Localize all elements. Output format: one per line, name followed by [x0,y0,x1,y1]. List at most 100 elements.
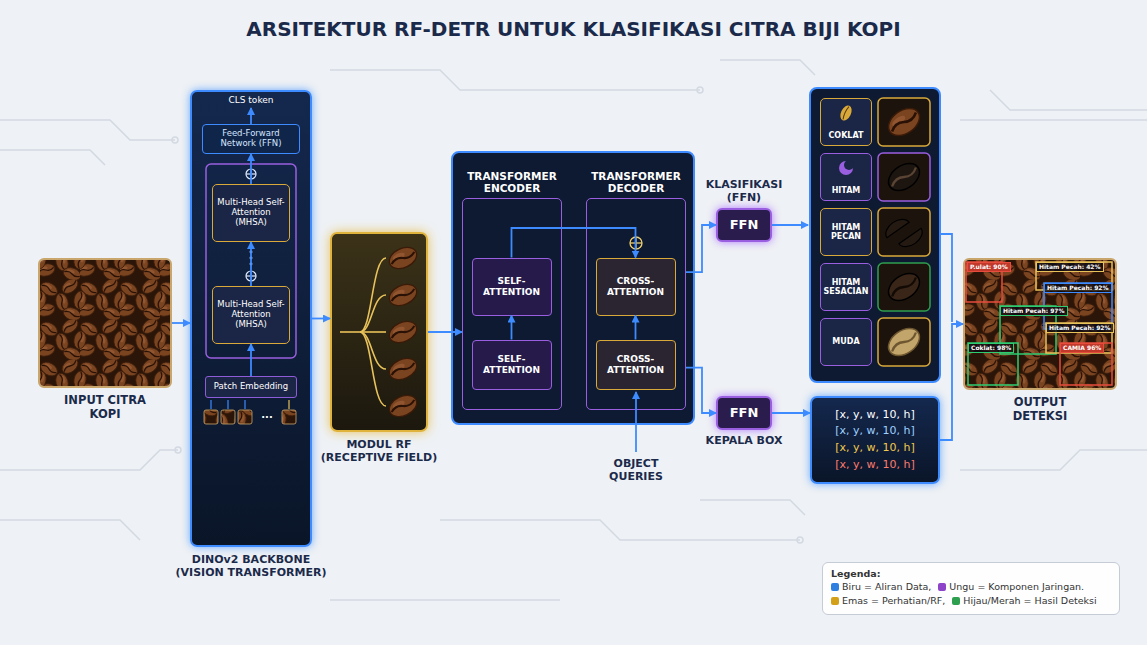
class-tile: HITAM SESACIAN [820,263,872,311]
class-photos [883,268,924,306]
attention-box: CROSS-ATTENTION [596,258,676,316]
rf-beans [386,280,420,310]
ellipsis-dots [250,251,253,254]
class-photos [883,158,924,196]
bbox-output: [x, y, w, 10, h] [x, y, w, 10, h] [x, y, w… [810,396,940,484]
class-icons [838,104,854,123]
detection-tag: P.ulat: 90% [967,262,1011,272]
legend-item: Ungu = Komponen Jaringan. [938,581,1084,594]
input-image: INPUT CITRA KOPI [38,258,172,388]
patch-tiles [204,410,218,424]
add-symbol [630,237,642,249]
node-heading: OUTPUT DETEKSI [994,396,1086,424]
circuit-lines [700,500,805,515]
detection-tag: Coklat: 98% [968,343,1014,353]
node-heading: TRANSFORMER DECODER [586,170,686,195]
detection-tag: Hitam Pecah: 92% [1046,323,1114,333]
class-photos [883,323,924,361]
merge-line [940,234,952,322]
node-text: Multi-Head Self-Attention (MHSA) [213,300,289,329]
class-photos [899,228,926,251]
patch-tiles [210,400,211,409]
patch-tiles [227,400,228,409]
node-text: HITAM SESACIAN [821,278,871,296]
rf-branches [340,258,386,406]
ffn-box: Feed-Forward Network (FFN) [202,124,300,154]
class-photos [890,277,917,298]
flow-arrow [250,154,252,184]
class-photos [882,215,909,238]
class-panel [810,88,940,382]
node-text: [x, y, w, 10, h] [833,459,917,472]
transformer-panel [452,152,694,424]
patch-tiles [288,400,289,409]
legend-swatch [831,597,839,605]
legend-heading: Legenda: [831,568,1111,581]
node-text: HITAM [830,186,863,195]
node-text: CROSS-ATTENTION [597,354,675,375]
node-heading: INPUT CITRA KOPI [59,394,151,422]
coffee-photo [40,260,170,386]
legend-item: Hijau/Merah = Hasil Deteksi [952,595,1096,608]
flow-arrow [940,324,963,440]
node-text: MUDA [830,337,861,346]
encoder-block-outline [206,164,296,358]
add-symbol [630,242,642,243]
circuit-lines [0,520,140,540]
add-symbol [246,173,256,174]
class-icons [838,104,854,123]
class-photos [882,215,909,238]
rf-beans [386,391,420,421]
flow-arrow [312,318,330,320]
class-icons [838,104,854,175]
flow-arrow [172,322,190,324]
node-text: [x, y, w, 10, h] [833,409,917,422]
add-symbol [250,271,251,281]
rf-branches [360,295,386,332]
rf-beans [386,243,420,273]
flow-arrow [250,242,252,286]
detection-boxes [1044,283,1112,329]
class-icons [839,161,853,175]
add-symbol [246,169,256,281]
class-photos [878,263,930,311]
detection-boxes [968,343,1018,385]
detection-boxes [966,262,1112,385]
add-symbol [246,169,256,179]
node-text: [x, y, w, 10, h] [833,442,917,455]
circuit-lines [797,537,803,543]
node-text: SELF-ATTENTION [473,276,551,297]
circuit-lines [175,447,181,453]
class-arrow [772,224,808,226]
encoder-box: TRANSFORMER ENCODERSELF-ATTENTIONSELF-AT… [462,198,562,410]
flow-arrow [686,225,716,272]
legend-text: Ungu = Komponen Jaringan. [949,581,1084,594]
rf-beans [386,243,420,421]
class-tile: HITAM [820,153,872,201]
detection-boxes [1046,323,1112,353]
class-photos [878,153,930,201]
add-symbol [246,275,256,276]
legend-text: Emas = Perhatian/RF, [842,595,945,608]
attention-box: Multi-Head Self-Attention (MHSA) [212,286,290,344]
detection-tag: Hitam Pecah: 42% [1036,262,1104,272]
cls-arrow [250,108,252,124]
flow-arrow [511,316,513,340]
flow-arrow [635,316,637,340]
node-text: SELF-ATTENTION [473,354,551,375]
class-photos [883,103,924,141]
attention-box: Multi-Head Self-Attention (MHSA) [212,184,290,242]
class-photos [883,268,924,306]
node-text: Feed-Forward Network (FFN) [203,129,299,149]
node-text: COKLAT [827,131,866,140]
circuit-lines [960,119,1147,121]
ffn-head: KLASIFIKASI (FFN)FFN [716,208,772,242]
backbone-panel: DINOv2 BACKBONE (VISION TRANSFORMER)Feed… [190,90,312,547]
legend-item: Emas = Perhatian/RF, [831,595,945,608]
flow-arrow [250,344,252,376]
class-tile: COKLAT [820,98,872,146]
